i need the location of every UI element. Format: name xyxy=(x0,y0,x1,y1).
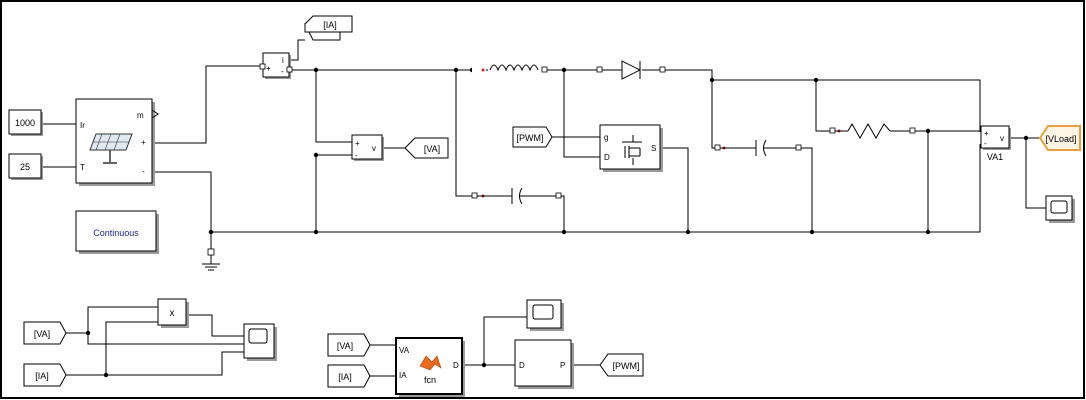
scope-icon[interactable] xyxy=(240,323,277,361)
mosfet-port-d: D xyxy=(604,153,610,162)
from-va-left-label: [VA] xyxy=(34,329,50,339)
goto-ia-label: [IA] xyxy=(323,20,337,30)
inductor-icon xyxy=(472,64,548,73)
scope-icon[interactable] xyxy=(526,299,564,331)
fcn-output-d: D xyxy=(453,361,459,370)
pwm-output-p: P xyxy=(560,361,565,370)
pv-port-t: T xyxy=(80,163,85,172)
powergui-block[interactable]: Continuous xyxy=(75,210,159,254)
current-meas-i: i xyxy=(282,56,284,65)
goto-tag-pwm[interactable]: [PWM] xyxy=(599,353,644,377)
goto-tag-vload[interactable]: [VLoad] xyxy=(1038,125,1081,151)
matlab-function-icon xyxy=(419,355,442,371)
load-meas-minus: - xyxy=(984,139,987,148)
diode-icon xyxy=(596,60,666,80)
from-tag-ia-mid[interactable]: [IA] xyxy=(327,364,371,388)
mosfet-block[interactable]: g D S xyxy=(599,124,663,172)
voltage-measurement-block[interactable]: + - v xyxy=(351,134,384,161)
goto-vload-label: [VLoad] xyxy=(1045,134,1076,144)
powergui-label: Continuous xyxy=(93,228,139,238)
mosfet-port-g: g xyxy=(604,133,608,142)
pwm-generator-block[interactable]: D P xyxy=(514,339,574,389)
current-meas-minus: - xyxy=(281,67,284,76)
from-ia-mid-label: [IA] xyxy=(338,372,352,382)
current-meas-plus: + xyxy=(266,64,271,73)
pv-array-block[interactable]: Ir T m + - xyxy=(75,98,159,186)
pwm-input-d: D xyxy=(519,361,525,370)
from-va-mid-label: [VA] xyxy=(337,341,353,351)
fcn-input-ia: IA xyxy=(399,371,407,380)
capacitor-icon xyxy=(471,187,562,205)
load-meas-name: VA1 xyxy=(987,152,1003,162)
voltage-meas-plus: + xyxy=(355,139,360,148)
constant-block-temperature[interactable]: 25 xyxy=(8,153,43,180)
load-meas-plus: + xyxy=(984,129,989,138)
product-block[interactable]: x xyxy=(157,298,189,328)
product-symbol: x xyxy=(170,308,175,319)
goto-pwm-label: [PWM] xyxy=(613,361,640,371)
load-meas-v: v xyxy=(1000,134,1004,143)
matlab-function-block[interactable]: VA IA D fcn xyxy=(395,337,465,397)
solar-panel-icon xyxy=(89,133,133,164)
wires-bottom xyxy=(66,306,600,377)
fcn-input-va: VA xyxy=(399,346,410,355)
goto-tag-ia[interactable]: [IA] xyxy=(304,15,353,41)
ground-icon xyxy=(202,248,220,271)
goto-va-label: [VA] xyxy=(424,144,440,154)
from-tag-va-mid[interactable]: [VA] xyxy=(327,333,371,357)
load-voltage-measurement-block[interactable]: + - v VA1 xyxy=(980,125,1011,162)
pv-port-ir: Ir xyxy=(80,121,85,130)
voltage-meas-minus: - xyxy=(355,151,358,160)
scope-icon[interactable] xyxy=(1045,195,1075,223)
wires-top xyxy=(40,39,1046,264)
from-pwm-label: [PWM] xyxy=(517,133,544,143)
pv-port-plus: + xyxy=(141,138,146,147)
from-tag-va-left[interactable]: [VA] xyxy=(23,321,67,345)
constant-block-irradiance[interactable]: 1000 xyxy=(8,109,43,136)
goto-tag-va[interactable]: [VA] xyxy=(404,137,449,159)
temperature-value: 25 xyxy=(20,162,30,172)
irradiance-value: 1000 xyxy=(15,118,35,128)
from-ia-left-label: [IA] xyxy=(35,371,49,381)
pv-port-m: m xyxy=(137,111,144,120)
mosfet-port-s: S xyxy=(651,144,656,153)
mosfet-icon xyxy=(622,135,642,165)
current-measurement-block[interactable]: + - i xyxy=(259,52,293,79)
from-tag-pwm[interactable]: [PWM] xyxy=(512,126,553,148)
voltage-meas-v: v xyxy=(372,144,376,153)
pv-port-minus: - xyxy=(142,167,145,176)
resistor-icon xyxy=(829,122,916,140)
fcn-name: fcn xyxy=(424,375,436,385)
from-tag-ia-left[interactable]: [IA] xyxy=(23,363,67,387)
capacitor-icon xyxy=(714,139,802,157)
